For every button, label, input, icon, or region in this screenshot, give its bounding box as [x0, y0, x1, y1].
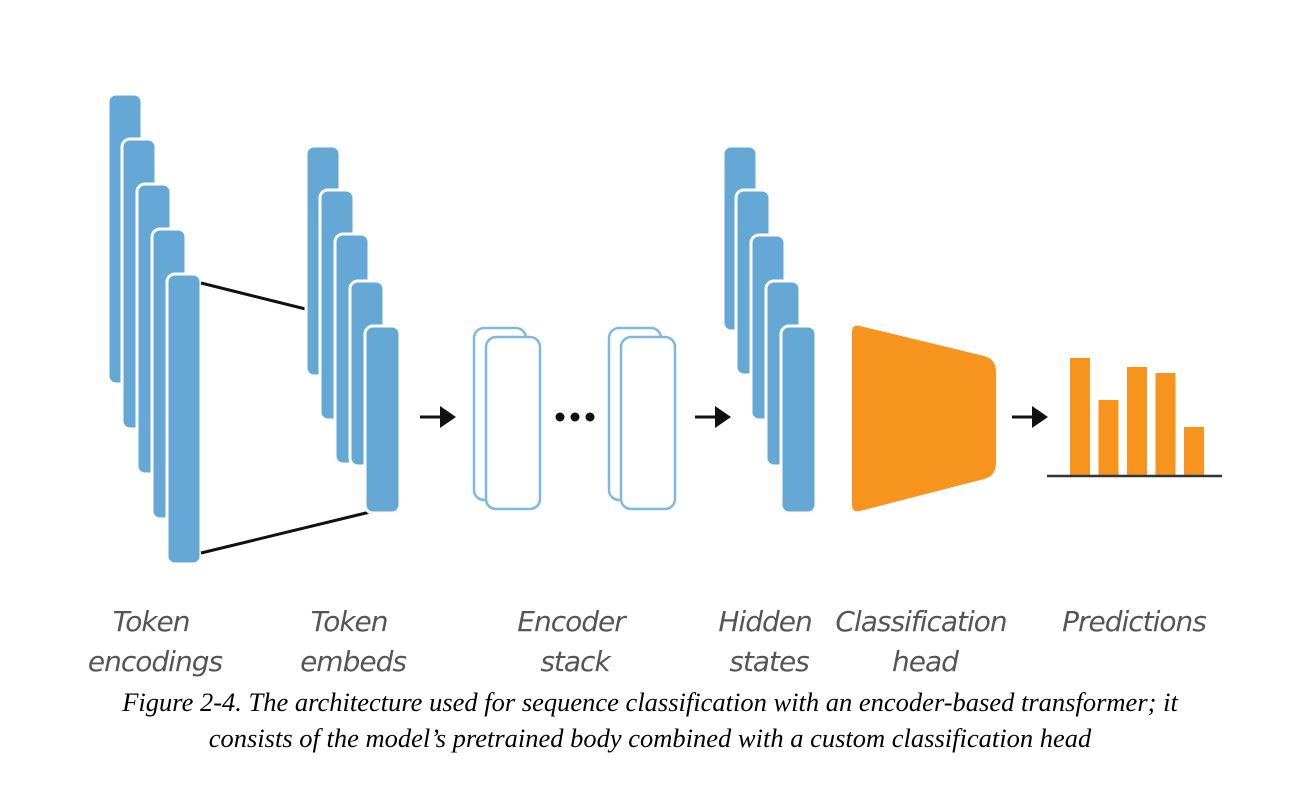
- label-predictions: Predictions: [1062, 605, 1206, 638]
- arrow-right-icon: [1012, 406, 1048, 428]
- hidden-state-bar: [779, 324, 818, 515]
- encoder-block-first: [472, 326, 542, 511]
- caption-line-1: Figure 2-4. The architecture used for se…: [122, 687, 1178, 717]
- encoder-block-last: [607, 326, 677, 511]
- connector-line-bottom: [200, 510, 371, 555]
- prediction-bar: [1070, 358, 1090, 475]
- figure-caption: Figure 2-4. The architecture used for se…: [0, 684, 1300, 756]
- label-encoder-stack: Encoder stack: [517, 605, 632, 678]
- prediction-bar: [1184, 427, 1204, 475]
- caption-line-2: consists of the model’s pretrained body …: [208, 723, 1092, 753]
- ellipsis-icon: [555, 412, 595, 422]
- arrow-right-icon: [695, 406, 731, 428]
- label-token-encodings: Token encodings: [88, 605, 223, 678]
- encoder-stack: [472, 326, 677, 511]
- hidden-states-stack: [721, 144, 818, 515]
- classification-head-shape: [852, 325, 996, 512]
- prediction-bar: [1155, 373, 1176, 475]
- label-token-embeds: Token embeds: [300, 605, 406, 678]
- arrow-right-icon: [420, 406, 456, 428]
- label-hidden-states: Hidden states: [718, 605, 819, 678]
- token-encoding-bar: [165, 272, 203, 566]
- token-embed-bar: [363, 324, 402, 515]
- predictions-chart: [1070, 358, 1204, 475]
- token-embeds-stack: [304, 144, 402, 515]
- token-encodings-stack: [106, 92, 203, 566]
- prediction-bar: [1098, 400, 1119, 475]
- prediction-bar: [1127, 367, 1147, 475]
- label-classification-head: Classification head: [835, 605, 1014, 678]
